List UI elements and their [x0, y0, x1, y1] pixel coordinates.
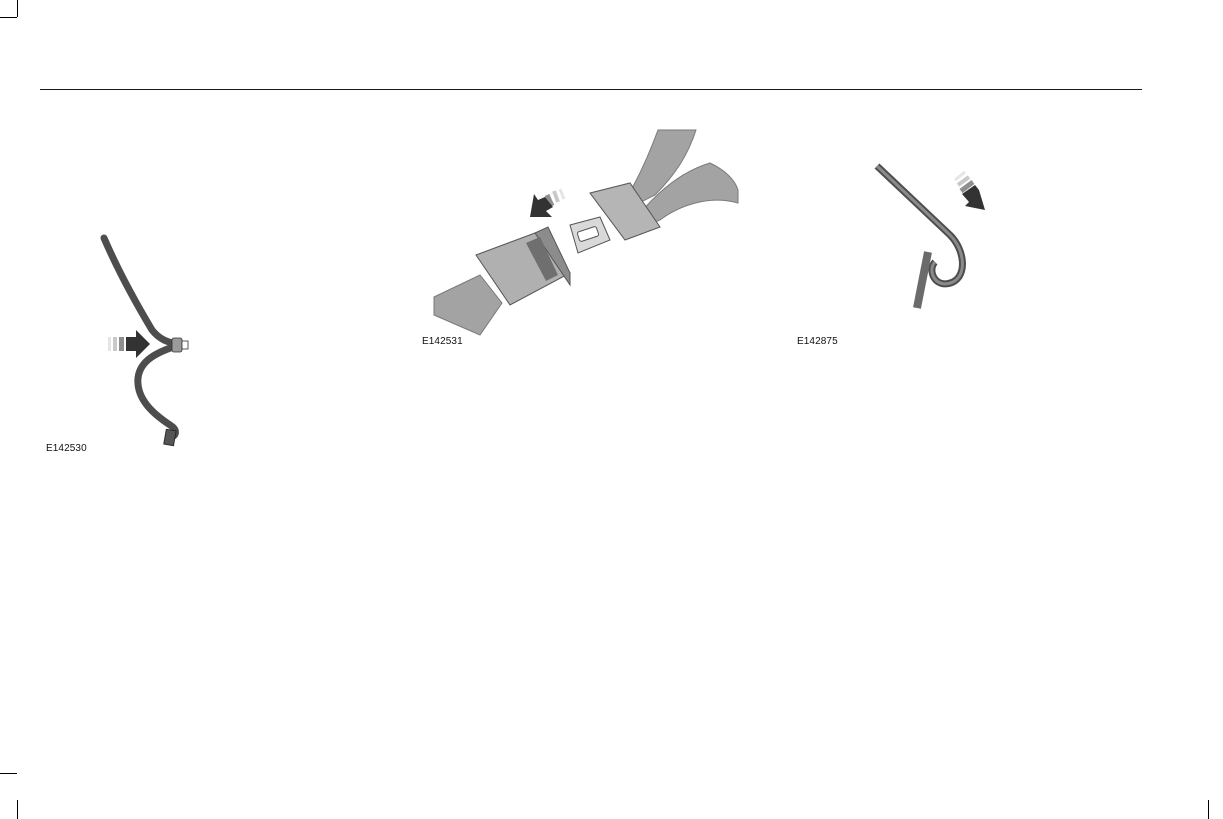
belt-hook-illustration	[795, 160, 995, 355]
figure-belt-hook: E142875	[795, 160, 995, 355]
crop-mark-bottom-right-v	[1208, 800, 1209, 819]
belt-strap-inner	[877, 166, 962, 284]
figure-code: E142530	[46, 443, 87, 454]
belt-strap-lower	[917, 252, 928, 308]
belt-strap-diagonal	[877, 166, 962, 284]
belt-routing-illustration	[40, 230, 240, 460]
header-rule	[40, 89, 1142, 90]
crop-mark-top-left-v	[17, 0, 18, 17]
crop-mark-bottom-left-h	[0, 773, 17, 774]
crop-mark-top-left-h	[0, 17, 17, 18]
figure-code: E142875	[797, 336, 838, 347]
downward-arrow-icon	[955, 172, 985, 210]
buckle-receiver-icon	[434, 227, 570, 335]
insert-arrow-icon	[108, 330, 150, 358]
crop-mark-bottom-left-v	[17, 800, 18, 819]
buckle-insertion-illustration	[420, 125, 750, 355]
direction-arrow-icon	[530, 189, 564, 217]
figure-code: E142531	[422, 336, 463, 347]
belt-end-tab	[164, 429, 176, 446]
latch-tongue-icon	[172, 338, 188, 352]
lower-belt-strap	[138, 346, 176, 437]
figure-belt-routing: E142530	[40, 230, 240, 460]
upper-belt-strap	[104, 238, 176, 344]
figure-buckle-insertion: E142531	[420, 125, 750, 355]
